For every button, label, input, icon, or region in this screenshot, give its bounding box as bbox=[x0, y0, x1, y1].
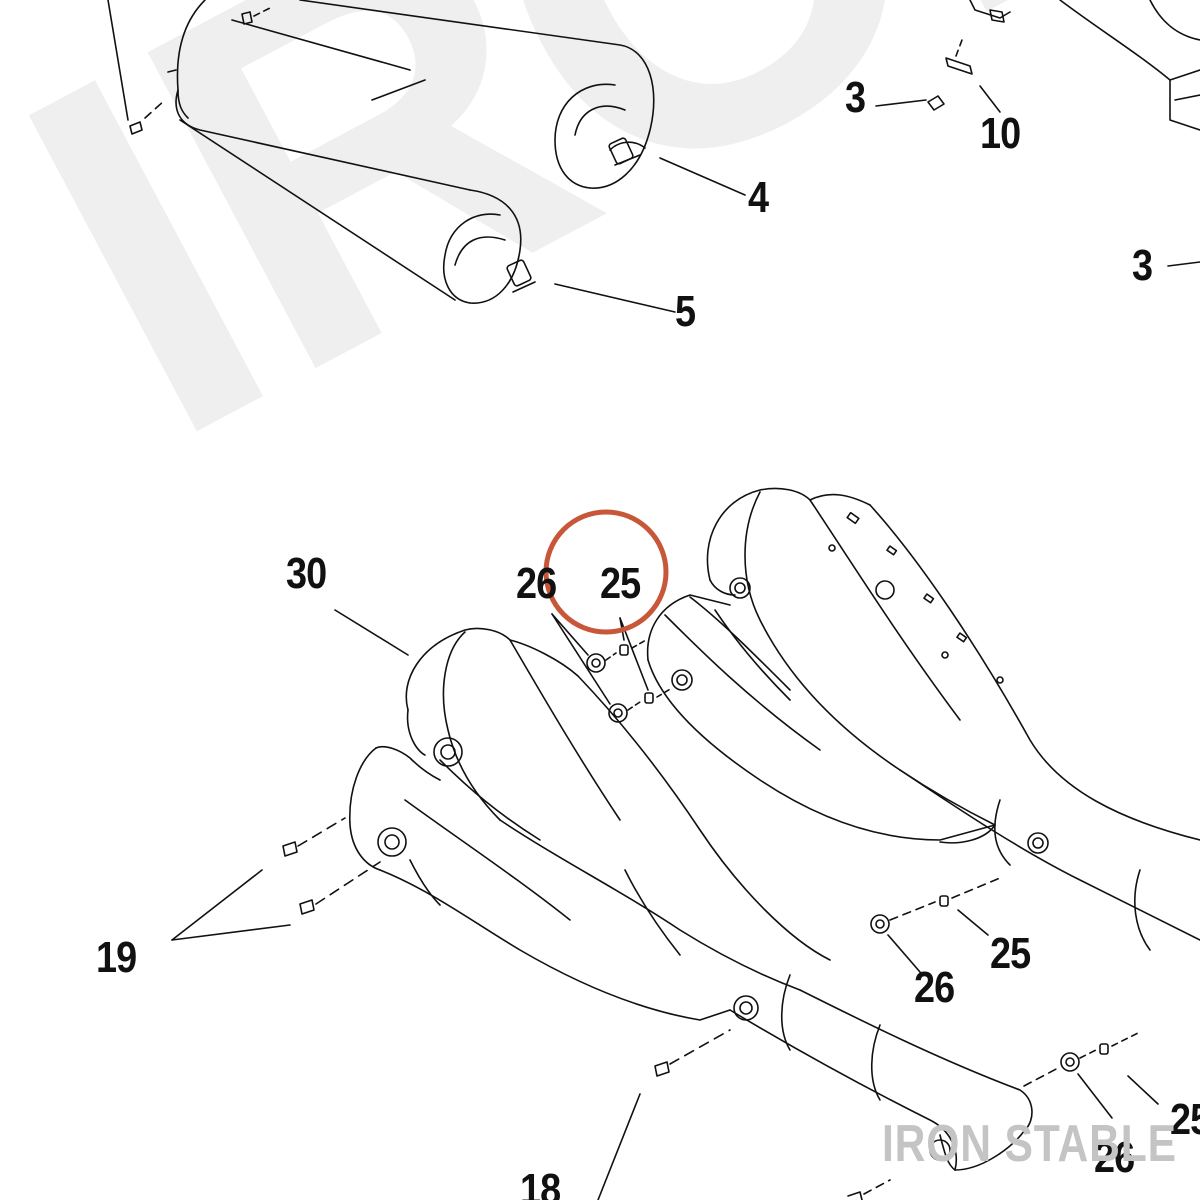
screw-3-top bbox=[875, 95, 945, 111]
callout-3-top: 3 bbox=[845, 73, 866, 122]
muffler-part-4 bbox=[176, 0, 655, 189]
screw-top-left bbox=[107, 0, 177, 135]
heat-shield-rear-right bbox=[706, 487, 1200, 951]
callout-4: 4 bbox=[748, 173, 769, 222]
leader-5 bbox=[554, 283, 676, 313]
callout-18: 18 bbox=[520, 1165, 561, 1200]
heat-shield-part-30 bbox=[405, 627, 831, 991]
callout-25-bottom: 25 bbox=[1170, 1095, 1200, 1144]
callout-25-top: 25 bbox=[600, 559, 641, 608]
bracket-top-right bbox=[969, 0, 1200, 131]
exhaust-pipe-lower bbox=[729, 974, 1033, 1171]
muffler-part-5 bbox=[175, 89, 536, 304]
callout-19: 19 bbox=[96, 933, 137, 982]
callout-26-bottom: 26 bbox=[1094, 1133, 1135, 1182]
callout-30: 30 bbox=[286, 549, 327, 598]
callout-26-middle: 26 bbox=[914, 963, 955, 1012]
callout-10: 10 bbox=[980, 109, 1021, 158]
leader-30 bbox=[334, 609, 409, 656]
callout-25-middle: 25 bbox=[990, 929, 1031, 978]
heat-shield-lower-left bbox=[349, 745, 731, 1021]
screw-muffler-top bbox=[241, 7, 271, 25]
clip-part-10 bbox=[945, 39, 1001, 113]
screws-part-19 bbox=[171, 817, 381, 941]
highlight-ring bbox=[543, 509, 669, 635]
callout-3-right: 3 bbox=[1132, 241, 1153, 290]
callout-26-top: 26 bbox=[516, 559, 557, 608]
screw-part-18 bbox=[597, 1029, 891, 1200]
washer-spacer-group-bottom bbox=[1023, 1031, 1159, 1119]
leader-3-right bbox=[1167, 261, 1200, 267]
heat-shield-middle bbox=[646, 594, 996, 844]
watermark-iron-stable: IRON STABLE bbox=[882, 1115, 1177, 1173]
washer-spacer-group-middle bbox=[870, 877, 1001, 973]
leader-4 bbox=[659, 157, 746, 196]
callout-5: 5 bbox=[675, 287, 696, 336]
